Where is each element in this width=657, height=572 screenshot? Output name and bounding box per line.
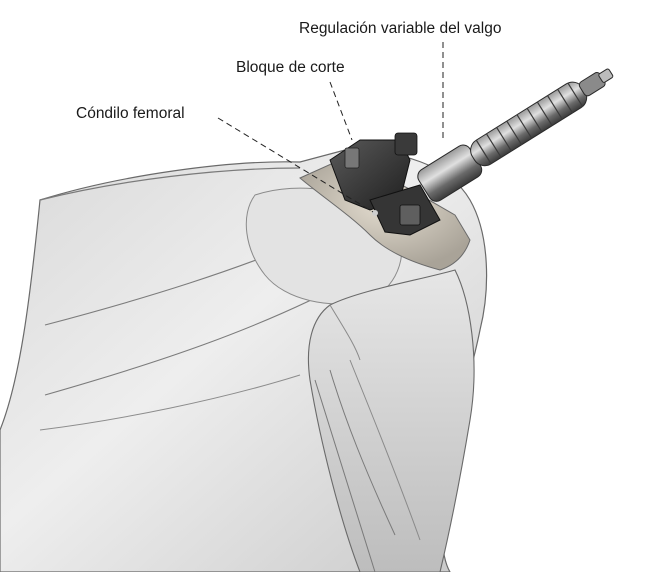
valgus-adjustment-rod [415,57,621,204]
label-cutting-block: Bloque de corte [236,60,345,76]
leader-line-block [330,82,352,140]
label-valgus-adjustment: Regulación variable del valgo [299,21,502,37]
label-femoral-condyle: Cóndilo femoral [76,106,185,122]
